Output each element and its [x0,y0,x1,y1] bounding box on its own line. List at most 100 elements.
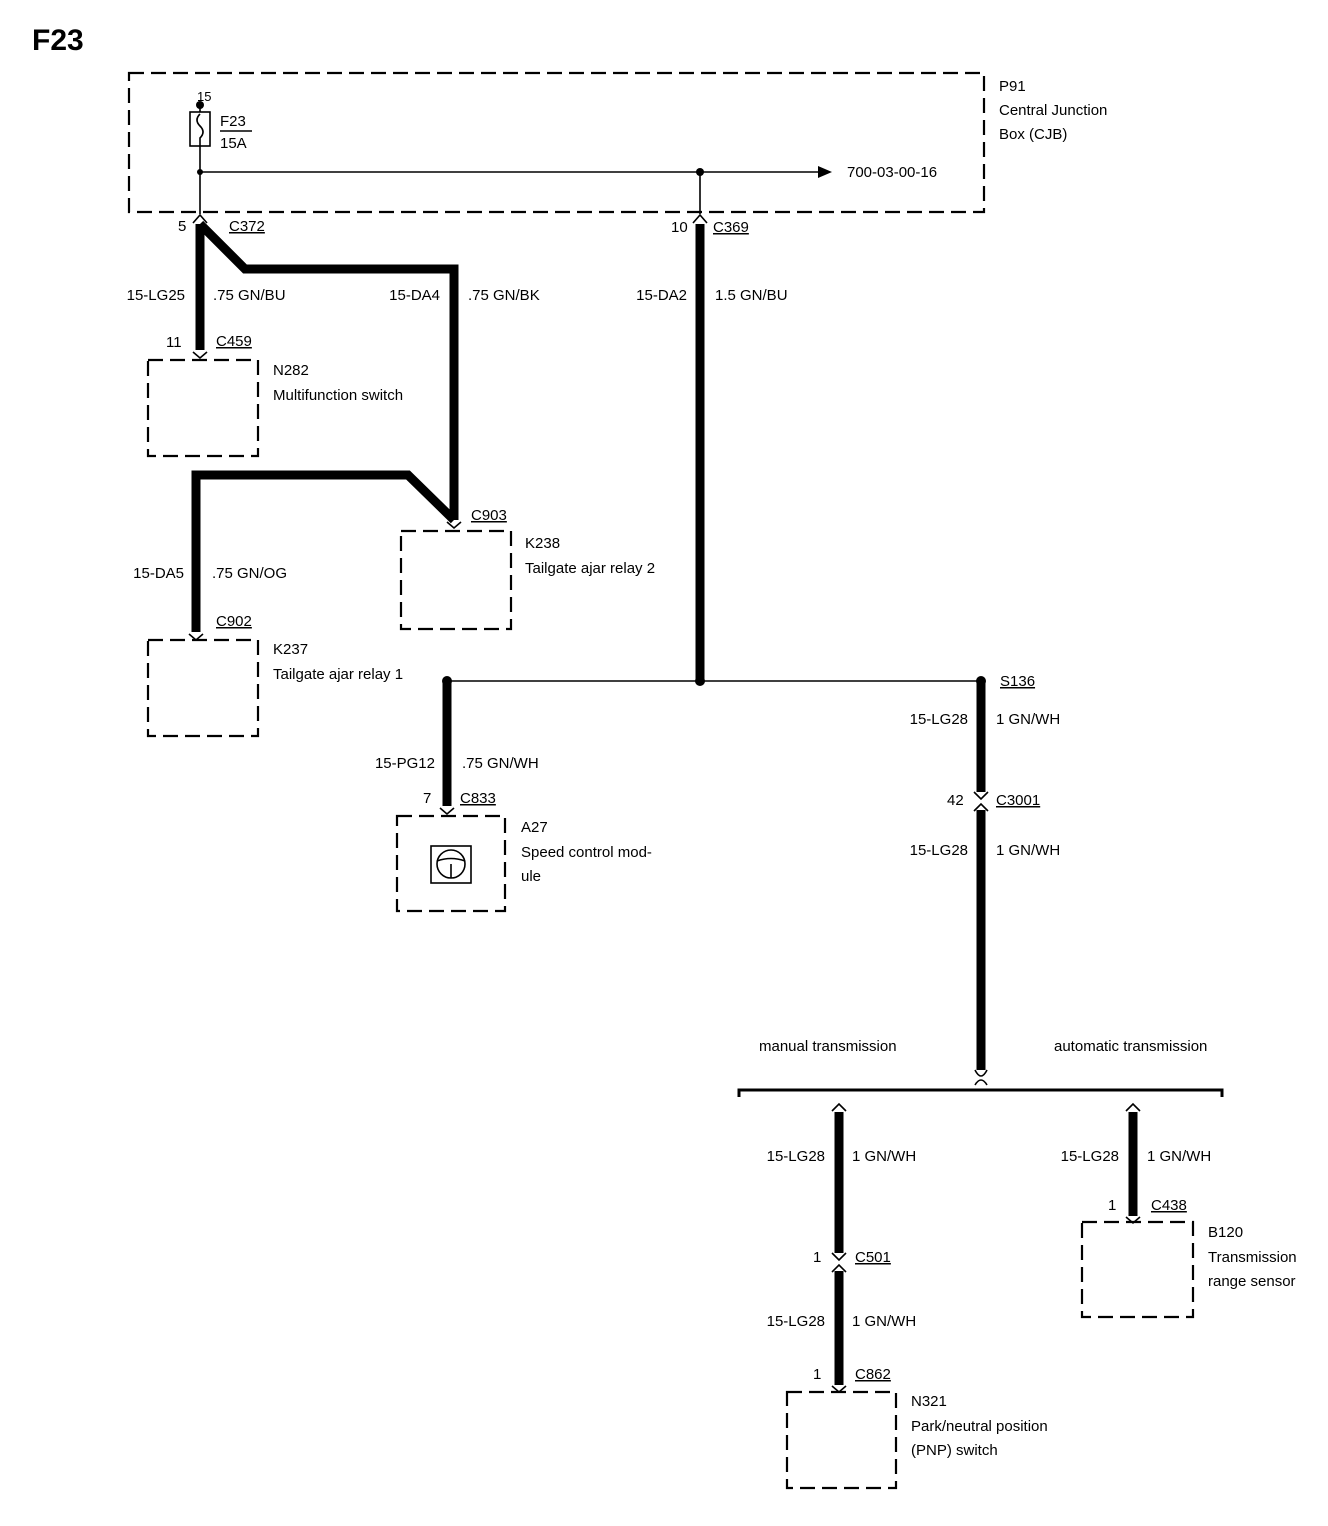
wire-pg12-spec: .75 GN/WH [462,755,539,772]
k238-outline [399,529,513,631]
n321-id: N321 [911,1393,947,1410]
wire-lg28-d-circuit: 15-LG28 [767,1313,825,1330]
n282-id: N282 [273,362,309,379]
connector-c372-icon [192,213,208,224]
wire-da5-spec: .75 GN/OG [212,565,287,582]
wire-lg28-d-spec: 1 GN/WH [852,1313,916,1330]
splice-dot-s136 [976,676,986,686]
c833-label: C833 [460,790,496,807]
wire-lg28-b-spec: 1 GN/WH [996,842,1060,859]
k238-id: K238 [525,535,560,552]
c369-label: C369 [713,219,749,236]
cjb-name-line2: Box (CJB) [999,126,1067,143]
cjb-outline [127,71,986,214]
a27-outline [395,814,507,913]
n321-outline [785,1390,898,1490]
a27-name-line2: ule [521,868,541,885]
wire-lg28-b-circuit: 15-LG28 [910,842,968,859]
connector-c459-icon [192,351,208,360]
c3001-pin: 42 [947,792,964,809]
c459-label: C459 [216,333,252,350]
speed-control-steering-wheel-icon [430,845,472,884]
component-a27: A27 Speed control mod- ule [395,814,652,913]
connector-c3001-top-icon [973,791,989,801]
wire-da4 [196,220,459,520]
wire-lg28-c-circuit: 15-LG28 [767,1148,825,1165]
c372-label: C372 [229,218,265,235]
b120-id: B120 [1208,1224,1243,1241]
connector-c369-icon [692,213,708,224]
n321-name-line1: Park/neutral position [911,1418,1048,1435]
c501-pin: 1 [813,1249,821,1266]
central-junction-box: P91 Central Junction Box (CJB) 15 F23 15… [127,71,1107,214]
wire-lg28-a-circuit: 15-LG28 [910,711,968,728]
c372-pin: 5 [178,218,186,235]
wire-lg28-c-spec: 1 GN/WH [852,1148,916,1165]
manual-transmission-label: manual transmission [759,1038,897,1055]
connector-c833-icon [439,807,455,816]
splice-dot-center [695,676,705,686]
k237-name: Tailgate ajar relay 1 [273,666,403,683]
wire-lg25-circuit: 15-LG25 [127,287,185,304]
component-n282: N282 Multifunction switch [146,358,403,458]
bracket-joint-icon-2 [974,1079,988,1086]
connector-auto-top-icon [1125,1102,1141,1112]
component-k237: K237 Tailgate ajar relay 1 [146,638,403,738]
connector-manual-top-icon [831,1102,847,1112]
c3001-label: C3001 [996,792,1040,809]
k237-id: K237 [273,641,308,658]
n282-name: Multifunction switch [273,387,403,404]
c902-label: C902 [216,613,252,630]
b120-name-line1: Transmission [1208,1249,1297,1266]
wire-pg12-circuit: 15-PG12 [375,755,435,772]
c862-pin: 1 [813,1366,821,1383]
component-b120: B120 Transmission range sensor [1080,1220,1297,1319]
n321-name-line2: (PNP) switch [911,1442,998,1459]
cjb-id: P91 [999,78,1026,95]
wire-da5 [191,470,458,632]
wires [191,220,1138,1385]
fuse-pin: 15 [197,89,211,104]
c903-label: C903 [471,507,507,524]
k237-outline [146,638,260,738]
splice-s136-label: S136 [1000,673,1035,690]
wire-da2-circuit: 15-DA2 [636,287,687,304]
wire-da5-circuit: 15-DA5 [133,565,184,582]
cjb-name-line1: Central Junction [999,102,1107,119]
connector-c501-bottom-icon [831,1263,847,1273]
c833-pin: 7 [423,790,431,807]
option-bracket [737,1088,1224,1097]
connector-c3001-bottom-icon [973,802,989,812]
fuse-rating: 15A [220,135,247,152]
wire-da4-spec: .75 GN/BK [468,287,540,304]
wire-lg28-e-spec: 1 GN/WH [1147,1148,1211,1165]
c369-pin: 10 [671,219,688,236]
splice-dot-left [442,676,452,686]
component-n321: N321 Park/neutral position (PNP) switch [785,1390,1048,1490]
cjb-reference: 700-03-00-16 [847,164,937,181]
wire-lg28-a-spec: 1 GN/WH [996,711,1060,728]
b120-outline [1080,1220,1195,1319]
b120-name-line2: range sensor [1208,1273,1296,1290]
component-k238: K238 Tailgate ajar relay 2 [399,529,655,631]
wire-da2-spec: 1.5 GN/BU [715,287,788,304]
bracket-joint-icon [974,1069,988,1077]
c501-label: C501 [855,1249,891,1266]
wire-lg28-e-circuit: 15-LG28 [1061,1148,1119,1165]
a27-name-line1: Speed control mod- [521,844,652,861]
fuse-element [196,105,204,172]
a27-id: A27 [521,819,548,836]
connector-c903-icon [446,521,462,530]
arrow-right-icon [818,166,832,178]
fuse-id: F23 [220,113,246,130]
wire-da4-circuit: 15-DA4 [389,287,440,304]
diagram-title: F23 [32,24,84,57]
k238-name: Tailgate ajar relay 2 [525,560,655,577]
c438-pin: 1 [1108,1197,1116,1214]
c862-label: C862 [855,1366,891,1383]
wire-lg25-spec: .75 GN/BU [213,287,286,304]
c438-label: C438 [1151,1197,1187,1214]
c459-pin: 11 [166,334,182,351]
